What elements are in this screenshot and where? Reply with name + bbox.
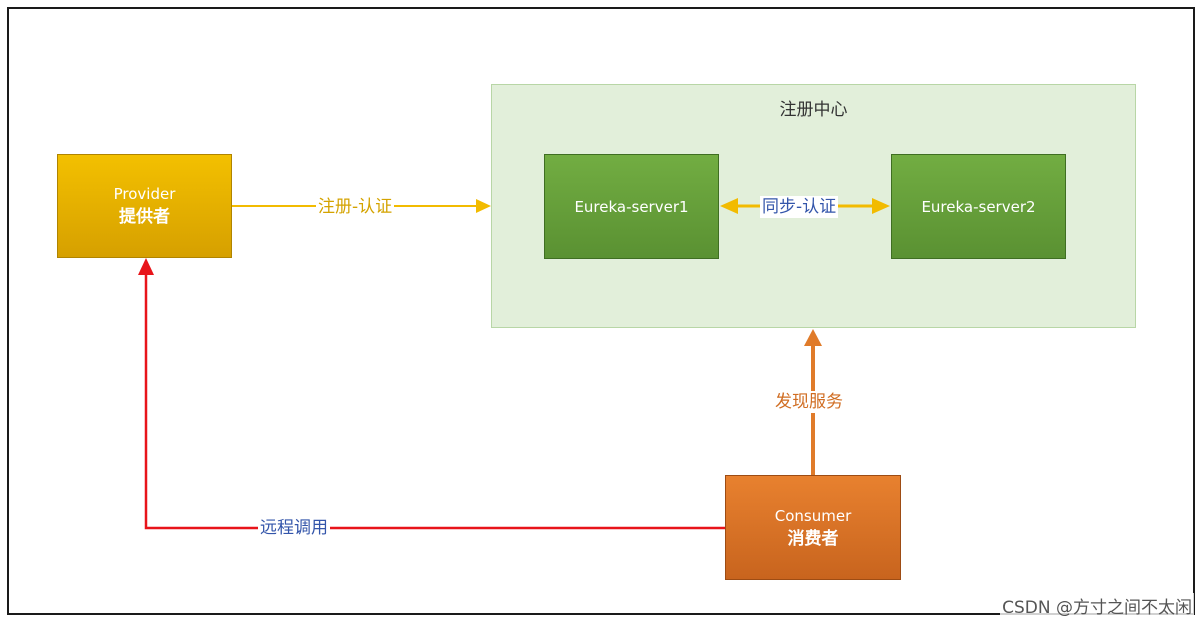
remote-call-label: 远程调用 xyxy=(258,517,330,539)
watermark: CSDN @方寸之间不太闲 xyxy=(1000,593,1194,618)
sync-label: 同步-认证 xyxy=(760,196,839,218)
eureka-server-1: Eureka-server1 xyxy=(544,154,719,259)
sync-arrow-head-right xyxy=(872,198,890,214)
register-label: 注册-认证 xyxy=(316,196,395,218)
provider-node: Provider 提供者 xyxy=(57,154,232,258)
server-2-name: Eureka-server2 xyxy=(921,197,1036,216)
discover-arrow-head xyxy=(804,329,822,346)
registry-title: 注册中心 xyxy=(779,100,848,120)
eureka-server-2: Eureka-server2 xyxy=(891,154,1066,259)
remote-call-arrow-head xyxy=(138,258,154,275)
sync-arrow-head-left xyxy=(720,198,738,214)
consumer-name-zh: 消费者 xyxy=(787,528,839,549)
server-1-name: Eureka-server1 xyxy=(574,197,689,216)
discover-label: 发现服务 xyxy=(773,391,845,413)
register-arrow-head xyxy=(476,199,491,213)
remote-call-arrow-line xyxy=(144,272,725,530)
consumer-name-en: Consumer xyxy=(774,506,852,525)
provider-name-en: Provider xyxy=(113,185,176,203)
consumer-node: Consumer 消费者 xyxy=(725,475,901,580)
provider-name-zh: 提供者 xyxy=(119,207,170,227)
